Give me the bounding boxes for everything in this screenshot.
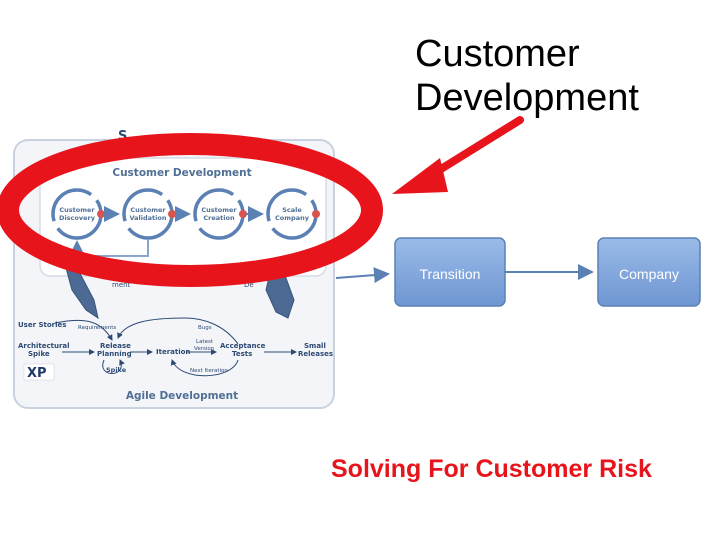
circle-label-4a: Scale [282, 206, 302, 214]
cycle-customer-creation: Customer Creation [193, 188, 247, 240]
footer-caption: Solving For Customer Risk [331, 455, 652, 483]
framework-top-text: S [118, 129, 127, 144]
flow-loop-next [170, 359, 239, 377]
flow-arrow-bugs [117, 317, 239, 345]
circle-label-4b: Company [275, 214, 310, 222]
faded-left-text: ment [112, 281, 131, 289]
flow-loop-spike [102, 359, 125, 374]
slide-heading: Customer Development [415, 32, 639, 120]
agile-arch-1: Architectural [18, 342, 70, 350]
faded-right-text: De [244, 281, 254, 289]
agile-latest-2: Version [194, 346, 215, 352]
agile-acceptance-2: Tests [232, 350, 252, 358]
agile-spike: Spike [106, 366, 127, 374]
callout-arrow-head [392, 158, 448, 194]
agile-user-stories: User Stories [18, 321, 66, 329]
xp-logo-text: XP [27, 366, 47, 381]
highlight-ellipse [0, 133, 383, 287]
connector-to-transition [335, 267, 390, 284]
agile-requirements: Requirements [78, 325, 116, 331]
agile-small-2: Releases [298, 350, 333, 358]
agile-release-2: Planning [97, 350, 132, 358]
circle-label-1a: Customer [59, 206, 95, 214]
agile-title: Agile Development [126, 390, 238, 402]
cycle-scale-company: Scale Company [266, 188, 320, 240]
circle-label-1b: Discovery [59, 214, 96, 222]
xp-logo: XP [23, 363, 55, 381]
cycle-customer-validation: Customer Validation [122, 188, 176, 240]
agile-latest-1: Latest [196, 339, 214, 345]
agile-small-1: Small [304, 342, 326, 350]
agile-release-1: Release [100, 342, 131, 350]
heading-line-1: Customer [415, 33, 580, 75]
flow-arrow-req [54, 319, 113, 341]
heading-line-2: Development [415, 77, 639, 119]
company-label: Company [619, 266, 679, 282]
circle-label-2b: Validation [130, 214, 167, 222]
agile-bugs: Bugs [198, 325, 212, 331]
agile-acceptance-1: Acceptance [220, 342, 266, 350]
circle-label-3a: Customer [201, 206, 237, 214]
company-box [597, 237, 701, 307]
customer-dev-title: Customer Development [112, 167, 251, 179]
agile-iteration: Iteration [156, 348, 190, 356]
agile-arch-2: Spike [28, 350, 50, 358]
circle-label-3b: Creation [203, 214, 235, 222]
agile-next-iteration: Next Iteration [190, 368, 228, 374]
cycle-customer-discovery: Customer Discovery [51, 188, 105, 240]
circle-label-2a: Customer [130, 206, 166, 214]
transition-label: Transition [420, 266, 481, 282]
agile-flow: User Stories Requirements Bugs Latest Ve… [18, 317, 333, 402]
return-loop [69, 240, 149, 257]
